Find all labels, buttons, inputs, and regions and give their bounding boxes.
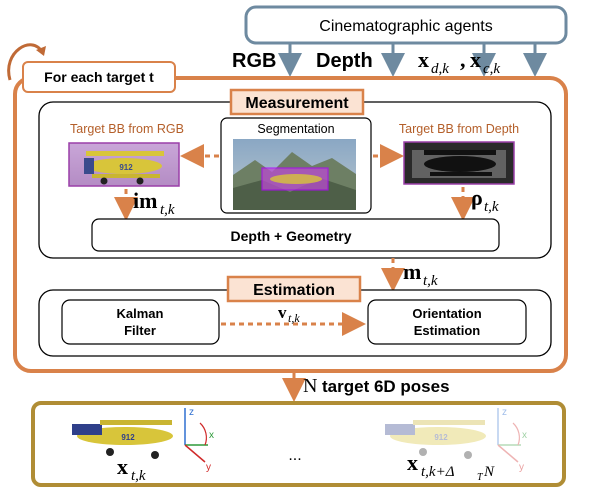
orientation-estimation-box	[367, 299, 527, 345]
segmentation-label: Segmentation	[257, 122, 334, 136]
depth-geometry-label: Depth + Geometry	[231, 228, 352, 244]
pose-plane-last: 912	[385, 408, 521, 463]
xc-symbol: x	[470, 47, 481, 72]
segmentation-image	[233, 139, 356, 210]
measurement-title: Measurement	[245, 95, 349, 112]
pose-last-subscript-t: T	[477, 472, 484, 483]
pose-first-subscript: t,k	[131, 468, 146, 484]
depth-label: Depth	[316, 50, 373, 72]
rgb-label: RGB	[232, 50, 276, 72]
bb-rgb-image: 912	[68, 142, 180, 187]
axis-x-label-last: x	[522, 430, 527, 441]
xd-subscript: d,k	[431, 61, 449, 77]
loop-arrow-icon	[7, 43, 44, 81]
m-subscript: t,k	[423, 273, 438, 289]
pose-last-symbol: x	[407, 450, 418, 475]
pose-last-subscript: t,k+Δ	[421, 464, 455, 480]
input-separator: ,	[460, 47, 466, 72]
v-subscript: t,k	[288, 311, 300, 325]
orientation-line2: Estimation	[414, 323, 481, 338]
rho-subscript: t,k	[484, 199, 499, 215]
axis-z-label-first: z	[189, 407, 194, 418]
loop-label: For each target t	[44, 69, 154, 85]
kalman-line2: Filter	[124, 323, 156, 338]
agents-title: Cinematographic agents	[319, 18, 492, 35]
pose-ellipsis: ...	[288, 447, 301, 464]
bb-depth-image	[403, 141, 515, 185]
m-symbol: m	[403, 259, 421, 284]
axis-y-label-first: y	[206, 462, 211, 473]
xc-subscript: c,k	[483, 61, 500, 77]
orientation-line1: Orientation	[412, 306, 481, 321]
pose-first-symbol: x	[117, 454, 128, 479]
pose-plane-first: 912	[72, 408, 208, 463]
depth-geometry-box	[91, 218, 500, 252]
svg-text:912: 912	[121, 433, 135, 442]
kalman-line1: Kalman	[117, 306, 164, 321]
axis-z-label-last: z	[502, 407, 507, 418]
bb-depth-label: Target BB from Depth	[399, 122, 519, 136]
svg-text:912: 912	[434, 433, 448, 442]
output-n: N	[303, 375, 317, 397]
im-subscript: t,k	[160, 202, 175, 218]
axis-x-label-first: x	[209, 430, 214, 441]
rho-symbol: ρ	[471, 185, 483, 210]
pose-last-subscript-n: N	[483, 464, 495, 480]
output-label: target 6D poses	[322, 377, 450, 396]
xd-symbol: x	[418, 47, 429, 72]
axis-y-label-last: y	[519, 462, 524, 473]
kalman-filter-box	[61, 299, 220, 345]
measurement-title-box	[229, 88, 365, 116]
svg-text:912: 912	[119, 163, 133, 172]
im-symbol: im	[133, 188, 157, 213]
estimation-title-box	[226, 275, 362, 303]
agents-box	[244, 5, 568, 45]
v-symbol: v	[278, 303, 287, 322]
bb-rgb-label: Target BB from RGB	[70, 122, 184, 136]
loop-label-box	[22, 61, 176, 93]
estimation-title: Estimation	[253, 282, 335, 299]
